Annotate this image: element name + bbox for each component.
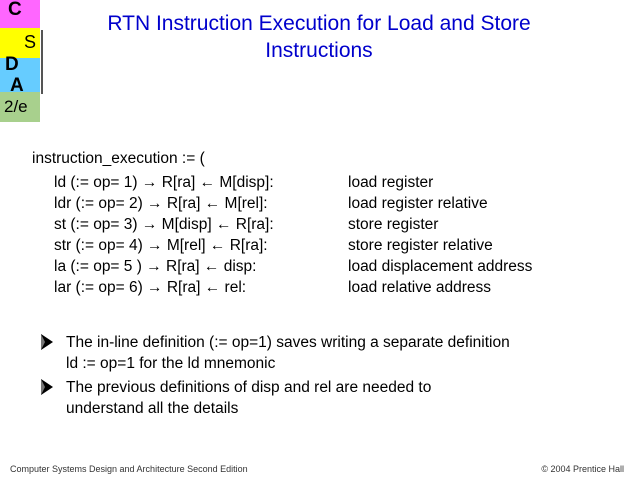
logo-block-magenta bbox=[0, 0, 40, 28]
rtn-definition: str (:= op= 4) → M[rel] ← R[ra]: bbox=[54, 237, 268, 254]
logo-letter-c: C bbox=[8, 0, 22, 20]
slide-title: RTN Instruction Execution for Load and S… bbox=[66, 10, 572, 64]
logo-edition: 2/e bbox=[4, 97, 28, 116]
footer-book-title: Computer Systems Design and Architecture… bbox=[10, 464, 248, 474]
bullet-arrow-icon bbox=[41, 334, 53, 350]
rtn-comment: store register bbox=[348, 216, 439, 233]
rtn-comment: load displacement address bbox=[348, 258, 533, 275]
bullet-text-line: ld := op=1 for the ld mnemonic bbox=[66, 355, 276, 372]
logo-block-green bbox=[0, 92, 40, 122]
rtn-comment: load relative address bbox=[348, 279, 492, 296]
rtn-definition: ldr (:= op= 2) → R[ra] ← M[rel]: bbox=[54, 195, 268, 212]
footer-copyright: © 2004 Prentice Hall bbox=[541, 464, 624, 474]
csda-logo: C S D A 2/e bbox=[0, 0, 43, 122]
logo-block-yellow bbox=[0, 28, 40, 58]
bullet-arrow-icon bbox=[41, 379, 53, 395]
rtn-definition: st (:= op= 3) → M[disp] ← R[ra]: bbox=[54, 216, 274, 233]
rtn-comment: load register bbox=[348, 174, 434, 191]
rtn-comment: store register relative bbox=[348, 237, 493, 254]
title-line-2: Instructions bbox=[265, 39, 373, 62]
rtn-definition: ld (:= op= 1) → R[ra] ← M[disp]: bbox=[54, 174, 274, 191]
logo-letter-d: D bbox=[5, 54, 19, 75]
title-line-1: RTN Instruction Execution for Load and S… bbox=[107, 12, 531, 35]
rtn-definition: lar (:= op= 6) → R[ra] ← rel: bbox=[54, 279, 247, 296]
logo-letter-a: A bbox=[10, 75, 24, 96]
logo-block-cyan bbox=[0, 58, 40, 92]
rtn-comment: load register relative bbox=[348, 195, 488, 212]
bullet-text-line: understand all the details bbox=[66, 400, 239, 417]
logo-letter-s: S bbox=[24, 32, 37, 52]
logo-divider bbox=[41, 30, 43, 94]
bullet-text-line: The previous definitions of disp and rel… bbox=[66, 379, 432, 396]
bullet-text-line: The in-line definition (:= op=1) saves w… bbox=[66, 334, 510, 351]
rtn-header: instruction_execution := ( bbox=[32, 150, 205, 167]
rtn-definition: la (:= op= 5 ) → R[ra] ← disp: bbox=[54, 258, 257, 275]
